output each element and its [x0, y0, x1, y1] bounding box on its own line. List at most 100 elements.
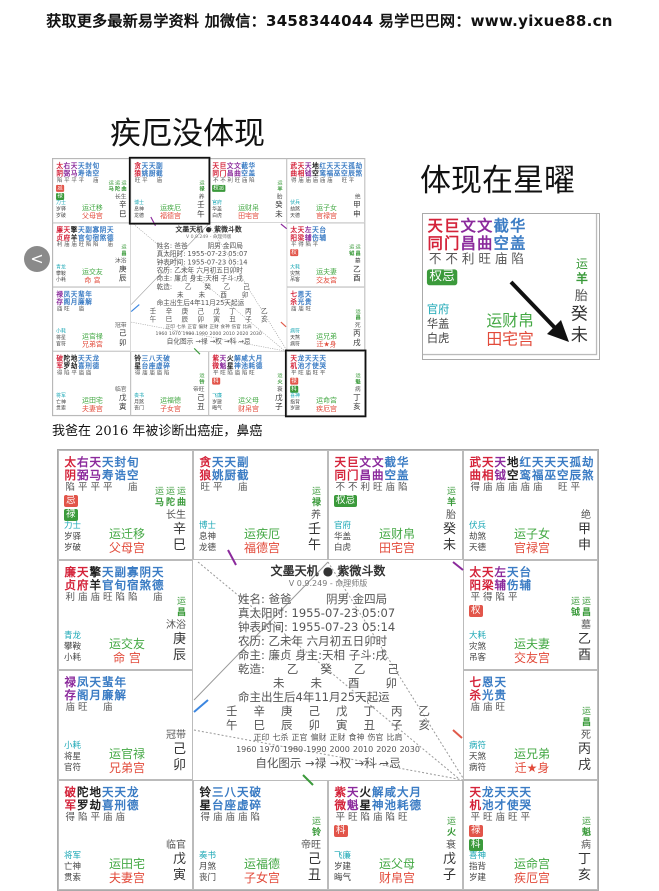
- bazi-stem: 己: [387, 662, 399, 676]
- palace-酉[interactable]: 太阳平天梁得左辅陷天伤平台辅权大耗灾煞吊客运夫妻交友宫运钺运昌墓乙酉: [286, 222, 365, 288]
- sihua-badge: 忌: [56, 184, 64, 192]
- info-line: 真太阳时: 1955-07-23 05:07: [238, 606, 396, 620]
- star: 天巫: [333, 162, 341, 184]
- star-name-top: 副: [156, 161, 163, 170]
- star-list: 太阴陷右弼平天马平天寿平封诰旬空庙: [64, 456, 139, 494]
- palace-戌[interactable]: 七杀庙恩光庙天贵旺病符天煞病符运兄弟迁★身运昌死丙戌: [286, 287, 365, 352]
- dayun-cell: 丑: [363, 718, 376, 732]
- minor-star: 月煞: [134, 399, 144, 406]
- palace-戌[interactable]: 七杀庙恩光庙天贵旺病符天煞病符运兄弟迁★身运昌死丙戌: [463, 670, 598, 780]
- earthly-branch: 巳: [119, 209, 127, 219]
- star-name-top: 铃: [134, 354, 142, 363]
- palace-丑[interactable]: 铃星得三台庙八座庙天虚庙破碎陷奏书月煞丧门运福德子女宫运铃帝旺己丑: [193, 780, 328, 890]
- star-name-bottom: 机: [290, 361, 298, 370]
- star-list: 天机平龙池旺天才庙天使旺天哭平: [469, 786, 532, 824]
- star-name-top: 天: [102, 565, 114, 579]
- palace-子[interactable]: 紫微平天魁旺火星陷解神庙咸池陷大耗旺月德科飞廉岁建晦气运父母财帛宫运火衰戊子: [208, 351, 287, 416]
- yun-stars: 运魁: [582, 817, 591, 839]
- yun-star: 运羊: [446, 487, 456, 508]
- dayun-cell: 1960: [155, 330, 168, 337]
- star-name-top: 天: [78, 354, 85, 363]
- star-name-top: 天: [341, 161, 348, 170]
- star-name-bottom: 辅: [304, 233, 312, 242]
- yun-star: 运钺: [349, 244, 355, 257]
- star-name-bottom: 宿: [127, 578, 139, 592]
- palace-right-column: 临官戊寅: [115, 386, 127, 412]
- star-brightness: 陷: [65, 482, 75, 493]
- palace-申[interactable]: 武曲得天相庙天钺庙地空庙红鸾庙天福庙天巫天空旺孤辰平劫煞伏兵劫煞天德运子女官禄宫…: [463, 450, 598, 560]
- star-brightness: 庙: [102, 812, 113, 823]
- sihua-badge: 权忌: [426, 269, 458, 286]
- palace-未[interactable]: 天同不巨门不文昌利文曲旺截空庙华盖陷权忌官府华盖白虎运财帛田宅宫运羊胎癸未: [208, 158, 287, 223]
- palace-酉[interactable]: 太阳平天梁得左辅陷天伤平台辅权大耗灾煞吊客运夫妻交友宫运钺运昌墓乙酉: [463, 560, 598, 670]
- yun-palace-name: 运财帛: [238, 203, 259, 212]
- star-name-bottom: 贵: [494, 688, 507, 702]
- star-name-bottom: 虚: [156, 361, 163, 370]
- palace-亥[interactable]: 天机平龙池旺天才庙天使旺天哭平禄科喜神指背岁建运命宫疾厄宫运魁病丁亥: [463, 780, 598, 890]
- star-name-bottom: 曲: [469, 468, 482, 482]
- palace-卯[interactable]: 禄存庙凤阁旺天月蜚廉庙年解小耗将星官符运官禄兄弟宫冠带己卯: [52, 287, 131, 352]
- palace-right-column: 临官戊寅: [166, 839, 186, 884]
- star-name-bottom: 相: [482, 468, 494, 482]
- carousel-prev-button[interactable]: <: [24, 246, 50, 272]
- minor-star: 晦气: [334, 873, 352, 883]
- yun-palace-name: 运命宫: [514, 857, 551, 871]
- palace-right-column: 运羊胎癸未: [275, 180, 283, 219]
- dayun-cell: 壬: [226, 704, 238, 718]
- star-name-bottom: 座: [148, 361, 156, 370]
- star: 天使旺: [507, 786, 520, 824]
- star-name-top: 天: [70, 161, 78, 170]
- heavenly-stem: 庚: [172, 632, 186, 647]
- star-name-bottom: 羊: [89, 578, 102, 592]
- star: 解神庙: [234, 355, 241, 377]
- palace-未[interactable]: 天同不巨门不文昌利文曲旺截空庙华盖陷权忌官府华盖白虎运财帛田宅宫运羊胎癸未: [423, 214, 598, 356]
- palace-未[interactable]: 天同不巨门不文昌利文曲旺截空庙华盖陷权忌官府华盖白虎运财帛田宅宫运羊胎癸未: [328, 450, 463, 560]
- star-brightness: 庙: [520, 482, 530, 493]
- star-name-bottom: 座: [224, 798, 237, 812]
- star-name-top: 天: [494, 675, 507, 689]
- dayun-row-dayun_stems: 壬辛庚己戊丁丙乙: [193, 704, 463, 718]
- sihua-badge: 忌: [64, 495, 78, 507]
- star-name-bottom: 德: [127, 798, 139, 812]
- palace-寅[interactable]: 破军得陀罗陷地劫平天喜庙天刑庙龙德将军亡神贯索运田宅夫妻宫临官戊寅: [58, 780, 193, 890]
- star-name-top: 咸: [241, 354, 248, 363]
- palace-巳[interactable]: 太阴陷右弼平天马平天寿平封诰旬空庙忌禄力士岁驿岁破运迁移父母宫运马运陀运曲长生辛…: [52, 158, 131, 223]
- earthly-branch: 酉: [353, 274, 361, 283]
- star: 蜚廉庙: [78, 290, 85, 313]
- dayun-cell: 偏财: [310, 733, 327, 742]
- palace-巳[interactable]: 太阴陷右弼平天马平天寿平封诰旬空庙忌禄力士岁驿岁破运迁移父母宫运马运陀运曲长生辛…: [58, 450, 193, 560]
- earthly-branch: 戌: [353, 338, 361, 348]
- yun-star: 运昌: [355, 244, 361, 257]
- chart-title: 文墨天机 ● 紫微斗数: [270, 564, 386, 578]
- palace-寅[interactable]: 破军得陀罗陷地劫平天喜庙天刑庙龙德将军亡神贯索运田宅夫妻宫临官戊寅: [52, 351, 131, 416]
- star-brightness: 陷: [397, 482, 408, 493]
- palace-丑[interactable]: 铃星得三台庙八座庙天虚庙破碎陷奏书月煞丧门运福德子女宫运铃帝旺己丑: [130, 351, 209, 416]
- minor-star: 指背: [469, 862, 487, 872]
- star: 左辅陷: [494, 566, 507, 604]
- palace-辰[interactable]: 廉贞利天府庙擎羊庙天官旺副旬陷寡宿陷阴煞天德庙青龙攀鞍小耗运交友命 宫运昌沐浴庚…: [58, 560, 193, 670]
- minor-star: 奏书: [199, 851, 217, 861]
- palace-亥[interactable]: 天机平龙池旺天才庙天使旺天哭平禄科喜神指背岁建运命宫疾厄宫运魁病丁亥: [286, 351, 365, 416]
- star-brightness: 庙: [225, 812, 235, 823]
- palace-卯[interactable]: 禄存庙凤阁旺天月蜚廉庙年解小耗将星官符运官禄兄弟宫冠带己卯: [58, 670, 193, 780]
- palace-申[interactable]: 武曲得天相庙天钺庙地空庙红鸾庙天福庙天巫天空旺孤辰平劫煞伏兵劫煞天德运子女官禄宫…: [286, 158, 365, 223]
- dayun-cell: 巳: [165, 315, 173, 324]
- star-brightness: 庙: [149, 369, 155, 377]
- palace-子[interactable]: 紫微平天魁旺火星陷解神庙咸池陷大耗旺月德科飞廉岁建晦气运父母财帛宫运火衰戊子: [328, 780, 463, 890]
- yun-stars: 运羊: [277, 180, 282, 193]
- star-name-top: 寡: [127, 565, 139, 579]
- star: 旬空庙: [127, 456, 140, 494]
- dayun-cell: 丙: [245, 306, 252, 316]
- star-name-bottom: 存: [64, 688, 77, 702]
- star: 寡宿陷: [127, 566, 140, 604]
- dayun-cell: 寅: [213, 315, 220, 324]
- palace-午[interactable]: 贪狼旺天姚平天厨副截庙博士息神龙德运疾厄福德宫运禄养壬午: [193, 450, 328, 560]
- palace-name: 福德宫: [160, 211, 181, 220]
- palace-辰[interactable]: 廉贞利天府庙擎羊庙天官旺副旬陷寡宿陷阴煞天德庙青龙攀鞍小耗运交友命 宫运昌沐浴庚…: [52, 222, 131, 288]
- dayun-cell: 巳: [253, 718, 266, 732]
- palace-午[interactable]: 贪狼旺天姚平天厨副截庙博士息神龙德运疾厄福德宫运禄养壬午: [130, 158, 209, 223]
- star-name-top: 华: [397, 455, 409, 469]
- minor-star: 龙德: [199, 543, 217, 553]
- yun-palace-name: 运父母: [238, 396, 259, 405]
- star-name-top: 地: [89, 785, 102, 799]
